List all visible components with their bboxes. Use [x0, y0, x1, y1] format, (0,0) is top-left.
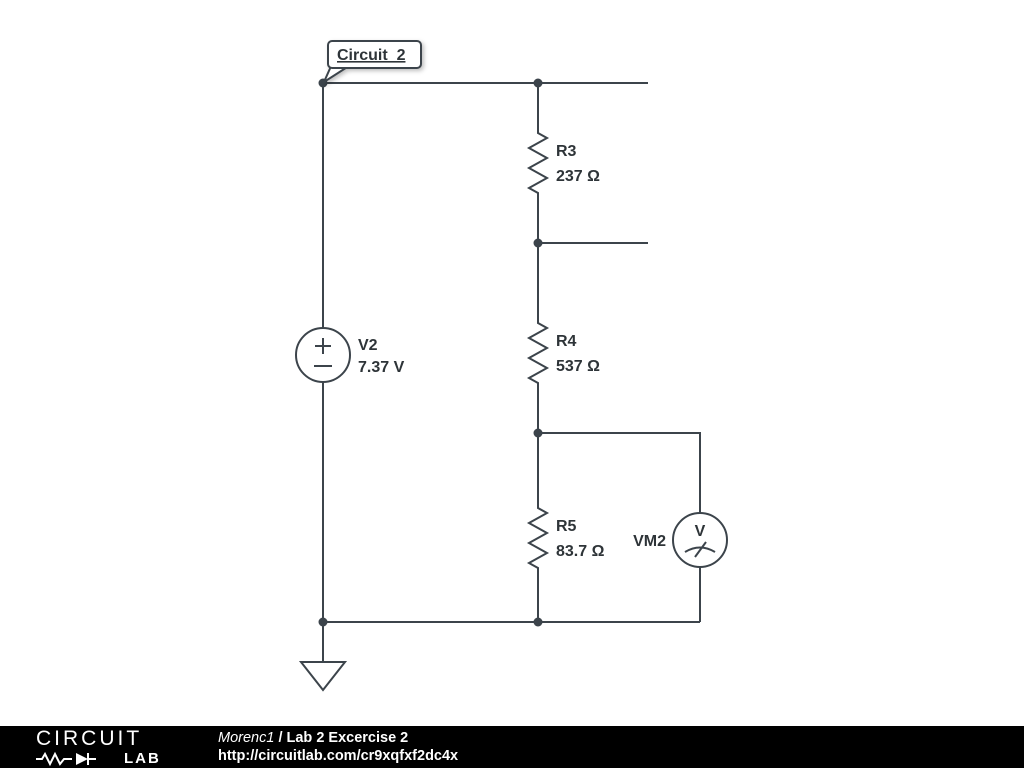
component-ref: R4 [556, 333, 577, 350]
plus-sign-icon [315, 338, 331, 354]
voltage-source-v2[interactable]: V2 7.37 V [295, 327, 405, 383]
meter-needle-icon [694, 541, 707, 558]
attribution-separator: / [274, 729, 287, 746]
component-ref: R5 [556, 518, 577, 535]
author-name: Morenc1 [218, 729, 275, 746]
ground-symbol [298, 661, 348, 692]
junction-dot [318, 617, 328, 627]
component-value: 83.7 Ω [556, 543, 605, 560]
component-value: 537 Ω [556, 358, 600, 375]
junction-dot [533, 238, 543, 248]
circuit-url-link[interactable]: http://circuitlab.com/cr9xqfxf2dc4x [218, 748, 459, 764]
voltmeter-vm2[interactable]: V VM2 [633, 512, 728, 568]
resistor-r3[interactable]: R3 237 Ω [526, 128, 600, 198]
meter-glyph: V [695, 523, 706, 540]
logo-text-lab: LAB [124, 750, 161, 767]
component-ref: V2 [358, 337, 378, 354]
circuit-attribution: Morenc1 / Lab 2 Excercise 2 [218, 729, 458, 747]
logo-text-circuit: CIRCUIT [36, 726, 143, 750]
junction-dot [533, 617, 543, 627]
component-value: 237 Ω [556, 168, 600, 185]
wire [538, 432, 701, 513]
resistor-r4[interactable]: R4 537 Ω [526, 318, 600, 388]
circuit-name-callout[interactable]: Circuit_2 [321, 40, 422, 85]
resistor-diode-logo-icon [36, 751, 96, 766]
resistor-r5[interactable]: R5 83.7 Ω [526, 503, 605, 573]
callout-label: Circuit_2 [337, 47, 406, 64]
schematic-canvas[interactable]: V2 7.37 V R3 237 Ω R4 537 Ω R5 83.7 Ω V [0, 0, 1024, 726]
junction-dot [533, 428, 543, 438]
component-ref: R3 [556, 143, 577, 160]
meter-arc-icon [684, 546, 716, 553]
callout-box [327, 40, 422, 69]
junction-dot [533, 78, 543, 88]
component-ref: VM2 [633, 533, 666, 550]
component-value: 7.37 V [358, 359, 405, 376]
footer-bar: CIRCUIT LAB Morenc1 / Lab 2 Excercise 2 … [0, 726, 1024, 768]
circuitlab-logo[interactable]: CIRCUIT LAB [36, 728, 186, 767]
circuit-title: Lab 2 Excercise 2 [286, 729, 409, 746]
